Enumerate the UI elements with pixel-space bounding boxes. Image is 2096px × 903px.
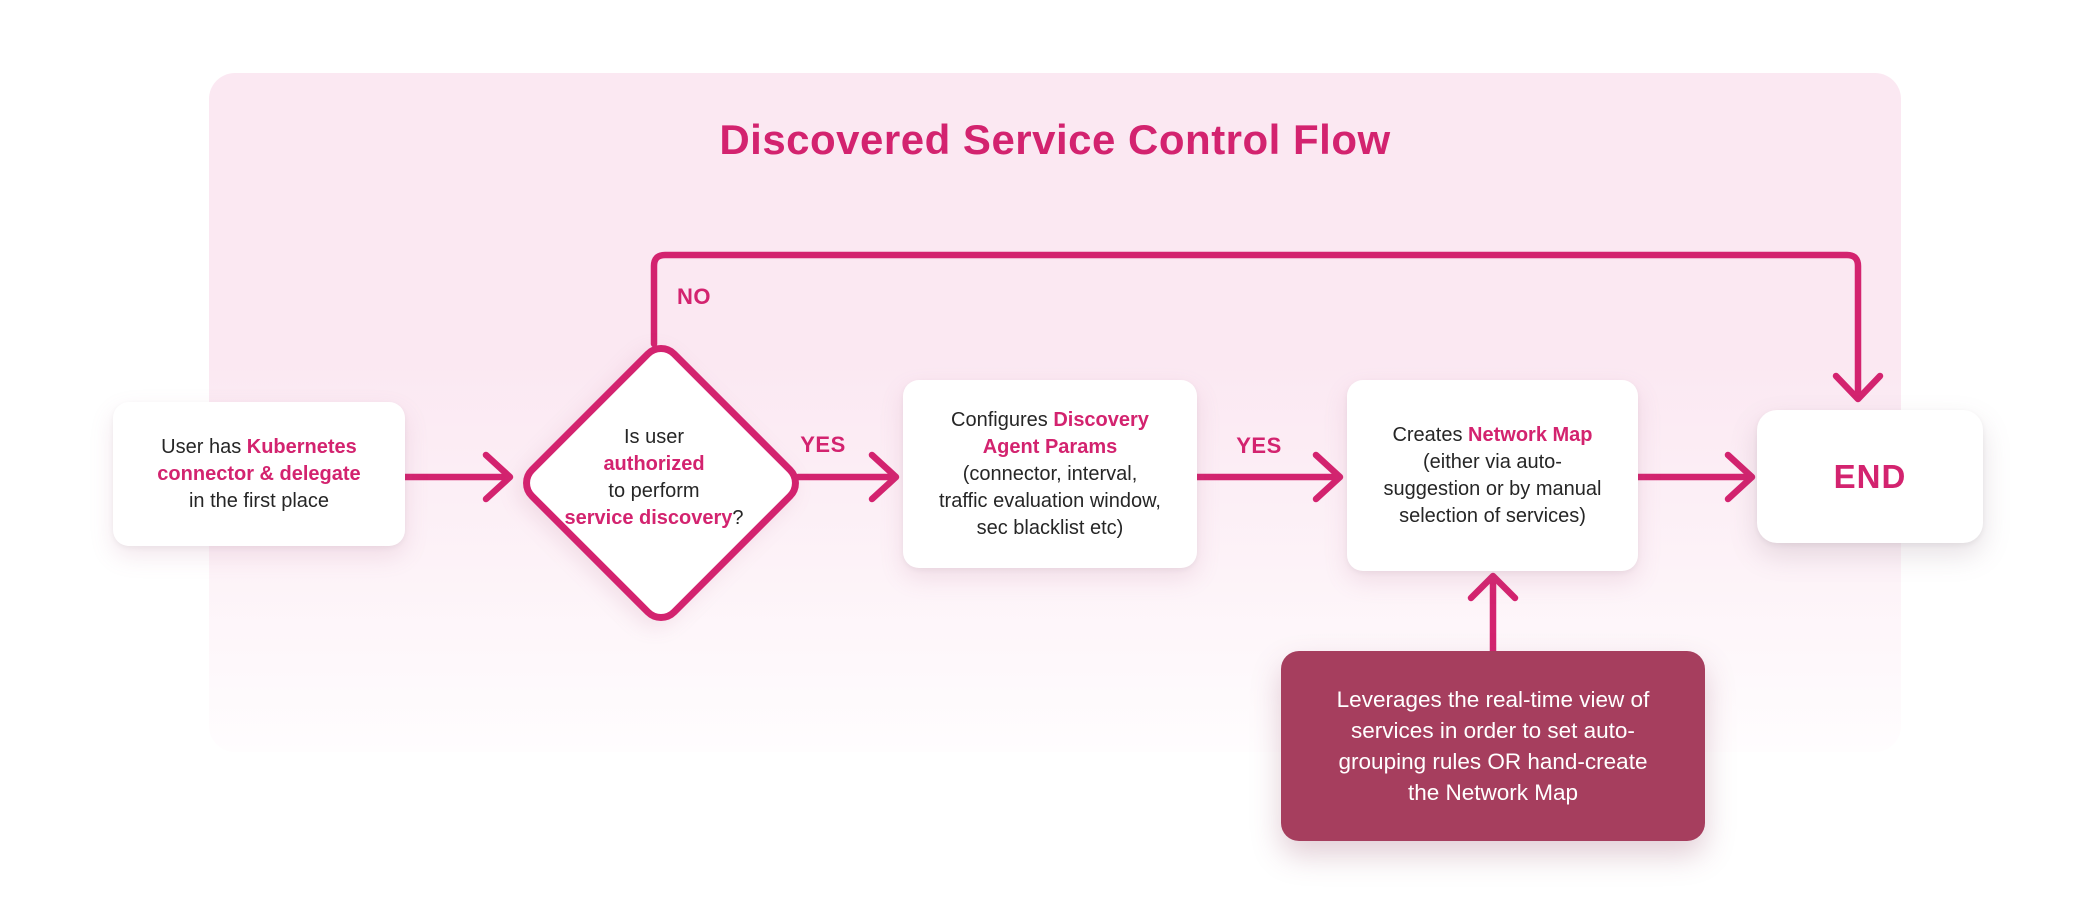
text-segment: Configures bbox=[951, 408, 1054, 431]
node-end: END bbox=[1757, 410, 1983, 543]
text-segment: services in order to set auto- bbox=[1351, 718, 1635, 743]
edge-label-yes-second: YES bbox=[1236, 433, 1282, 458]
text-segment-accent: connector & delegate bbox=[157, 462, 361, 485]
text-segment: sec blacklist etc) bbox=[976, 516, 1124, 539]
edge-label-yes-first: YES bbox=[800, 432, 846, 457]
node-create-network-map: Creates Network Map (either via auto- su… bbox=[1347, 380, 1638, 571]
text-segment: Creates bbox=[1392, 423, 1469, 446]
text-segment: ? bbox=[732, 507, 744, 529]
text-segment: grouping rules OR hand-create bbox=[1338, 749, 1648, 774]
node-decision-text: Is user authorized to perform service di… bbox=[524, 420, 784, 536]
text-segment: suggestion or by manual bbox=[1383, 477, 1602, 500]
note-leverages-realtime-view: Leverages the real-time view of services… bbox=[1281, 651, 1705, 841]
text-segment: (either via auto- bbox=[1423, 450, 1562, 473]
text-segment: selection of services) bbox=[1399, 504, 1586, 527]
text-segment: traffic evaluation window, bbox=[939, 489, 1161, 512]
text-segment: to perform bbox=[608, 480, 700, 502]
node-configure-text: Configures Discovery Agent Params (conne… bbox=[939, 407, 1161, 542]
edge-label-no: NO bbox=[677, 284, 711, 309]
note-text: Leverages the real-time view of services… bbox=[1337, 684, 1650, 808]
node-start-text: User has Kubernetes connector & delegate… bbox=[157, 434, 360, 515]
text-segment-accent: authorized bbox=[603, 453, 705, 475]
end-label: END bbox=[1833, 458, 1907, 495]
text-segment: (connector, interval, bbox=[962, 462, 1138, 485]
text-segment: Is user bbox=[623, 426, 685, 448]
text-segment-accent: Network Map bbox=[1468, 423, 1593, 446]
text-segment-accent: Kubernetes bbox=[246, 435, 357, 458]
text-segment: the Network Map bbox=[1407, 780, 1579, 805]
node-create-text: Creates Network Map (either via auto- su… bbox=[1384, 422, 1602, 530]
text-segment-accent: Discovery bbox=[1053, 408, 1149, 431]
text-segment: Leverages the real-time view of bbox=[1336, 687, 1650, 712]
text-segment: in the first place bbox=[188, 489, 330, 512]
diagram-title: Discovered Service Control Flow bbox=[719, 116, 1391, 163]
text-segment-accent: service discovery bbox=[564, 507, 733, 529]
node-start-kubernetes-connector: User has Kubernetes connector & delegate… bbox=[113, 402, 405, 546]
node-configure-discovery-agent-params: Configures Discovery Agent Params (conne… bbox=[903, 380, 1197, 568]
text-segment: User has bbox=[161, 435, 247, 458]
text-segment-accent: Agent Params bbox=[982, 435, 1118, 458]
